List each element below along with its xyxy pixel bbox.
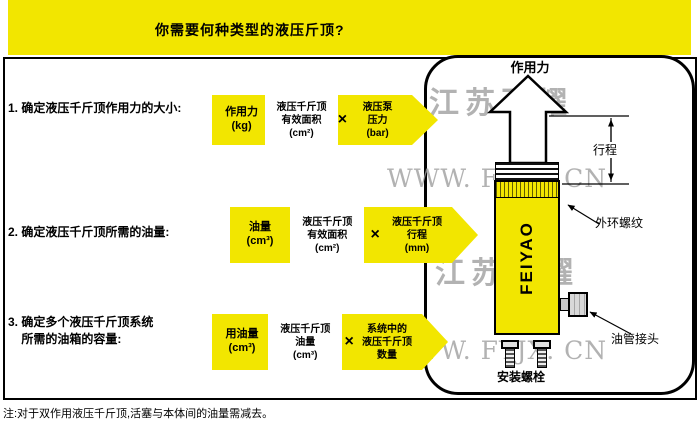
result-term-3: 用油量 (cm³) bbox=[225, 328, 259, 354]
arrow-tip-3 bbox=[422, 314, 448, 370]
mount-bolt bbox=[500, 340, 520, 370]
factor2-term-2: 液压千斤顶 行程 (mm) bbox=[392, 216, 442, 254]
step-3-label: 3. 确定多个液压千斤顶系统 所需的油箱的容量: bbox=[8, 315, 154, 347]
oil-connector-label: 油管接头 bbox=[611, 332, 660, 346]
factor1-box-1: 液压千斤顶 有效面积 (cm²) bbox=[265, 90, 338, 150]
bolt-head bbox=[501, 340, 519, 349]
factor1-term-1: 液压千斤顶 有效面积 (cm²) bbox=[276, 101, 327, 139]
stroke-label: 行程 bbox=[587, 142, 623, 159]
factor2-term-3: 系统中的 液压千斤顶 数量 bbox=[362, 323, 412, 361]
result-term-2: 油量 (cm³) bbox=[246, 221, 274, 247]
oil-connector-fitting bbox=[568, 292, 588, 317]
jack-cylinder-body: FEIYAO bbox=[494, 180, 560, 335]
outer-thread-label: 外环螺纹 bbox=[595, 216, 644, 230]
bolt-shaft bbox=[505, 349, 515, 368]
factor1-box-3: 液压千斤顶 油量 (cm³) bbox=[268, 309, 343, 375]
step-1-label: 1. 确定液压千斤顶作用力的大小: bbox=[8, 101, 182, 115]
factor2-term-1: 液压泵 压力 (bar) bbox=[362, 101, 393, 139]
formula-arrow-1-band: 作用力 (kg) 液压千斤顶 有效面积 (cm²) × 液压泵 压力 (bar) bbox=[212, 90, 412, 150]
factor1-term-2: 液压千斤顶 有效面积 (cm²) bbox=[302, 216, 353, 254]
footnote: 注:对于双作用液压千斤顶,活塞与本体间的油量需减去。 bbox=[3, 408, 274, 420]
mount-bolt-label: 安装螺栓 bbox=[497, 370, 546, 384]
outer-thread-hatch bbox=[496, 182, 558, 198]
mount-bolt bbox=[532, 340, 552, 370]
formula-arrow-2-band: 油量 (cm³) 液压千斤顶 有效面积 (cm²) × 液压千斤顶 行程 (mm… bbox=[230, 202, 452, 268]
result-term-1: 作用力 (kg) bbox=[225, 106, 259, 132]
bolt-head bbox=[533, 340, 551, 349]
multiply-sign-1: × bbox=[337, 111, 348, 128]
jack-diagram: FEIYAO 作用力 行程 bbox=[427, 58, 692, 392]
multiply-sign-3: × bbox=[344, 333, 354, 350]
multiply-sign-2: × bbox=[370, 226, 380, 243]
formula-arrow-3-band: 用油量 (cm³) 液压千斤顶 油量 (cm³) × 系统中的 液压千斤顶 数量 bbox=[212, 309, 422, 375]
formula-arrow-1: 作用力 (kg) 液压千斤顶 有效面积 (cm²) × 液压泵 压力 (bar) bbox=[212, 90, 438, 150]
formula-arrow-3: 用油量 (cm³) 液压千斤顶 油量 (cm³) × 系统中的 液压千斤顶 数量 bbox=[212, 309, 448, 375]
main-panel: 1. 确定液压千斤顶作用力的大小: 2. 确定液压千斤顶所需的油量: 3. 确定… bbox=[3, 55, 697, 400]
header-bar: 你需要何种类型的液压斤顶? bbox=[8, 0, 691, 55]
page-title: 你需要何种类型的液压斤顶? bbox=[155, 22, 345, 38]
factor1-box-2: 液压千斤顶 有效面积 (cm²) bbox=[290, 202, 365, 268]
bolt-shaft bbox=[537, 349, 547, 368]
step-2-label: 2. 确定液压千斤顶所需的油量: bbox=[8, 225, 170, 239]
arrow-tip-1 bbox=[412, 95, 438, 145]
formula-arrow-2: 油量 (cm³) 液压千斤顶 有效面积 (cm²) × 液压千斤顶 行程 (mm… bbox=[230, 202, 478, 268]
force-label: 作用力 bbox=[510, 60, 550, 75]
factor1-term-3: 液压千斤顶 油量 (cm³) bbox=[280, 323, 331, 361]
arrow-tip-2 bbox=[452, 207, 478, 263]
